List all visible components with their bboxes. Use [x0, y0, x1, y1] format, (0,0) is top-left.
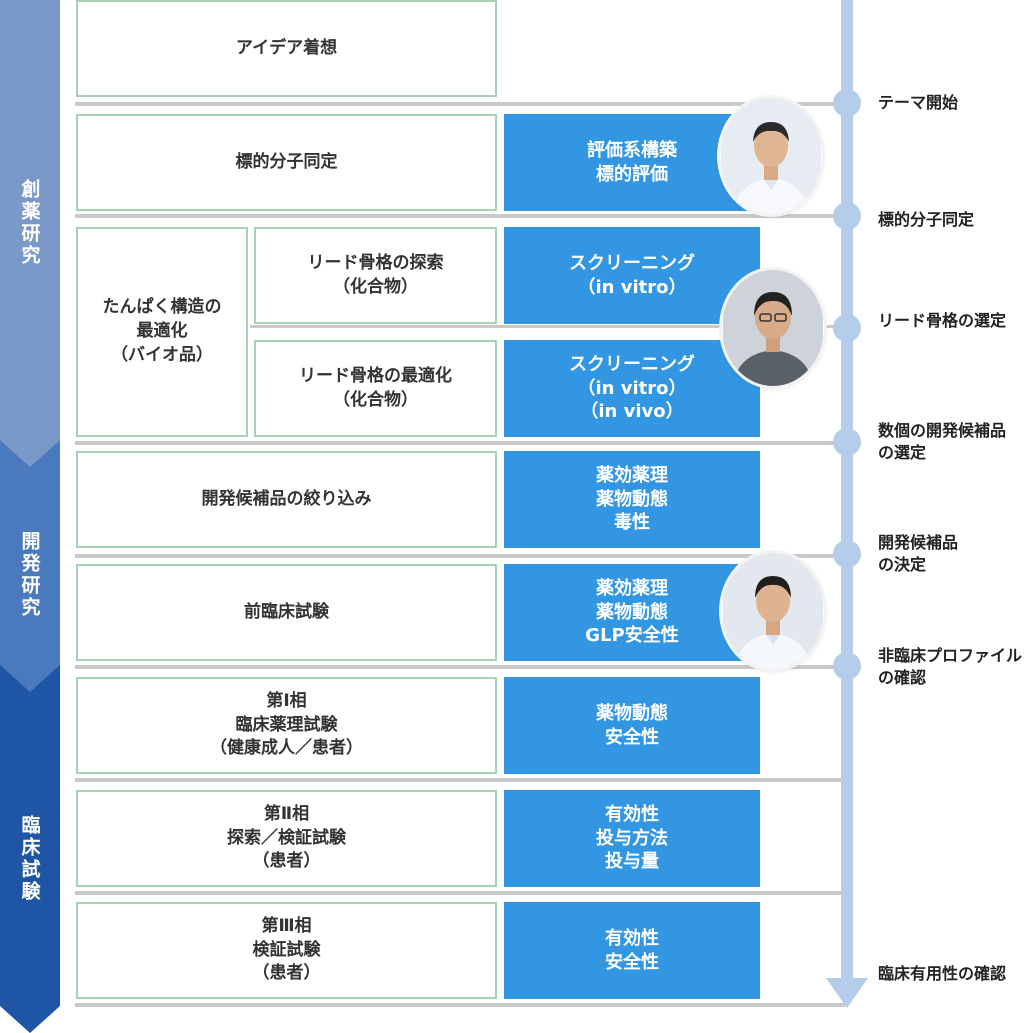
- person-icon: [723, 553, 823, 669]
- row-separator: [75, 554, 845, 558]
- activity-phase-2-tests: 有効性 投与方法 投与量: [504, 790, 760, 887]
- activity-phase-3-tests: 有効性 安全性: [504, 902, 760, 999]
- milestone-dot: [833, 202, 861, 230]
- milestone-label: 数個の開発候補品 の選定: [878, 421, 1007, 462]
- milestone-dot: [833, 428, 861, 456]
- stage-idea: アイデア着想: [76, 0, 497, 97]
- stage-target-identification: 標的分子同定: [76, 114, 497, 211]
- activity-phase-1-tests: 薬物動態 安全性: [504, 677, 760, 774]
- stage-lead-search: リード骨格の探索 （化合物）: [254, 227, 497, 324]
- phase-label: 開発研究: [18, 531, 41, 619]
- phase-label: 臨床試験: [18, 815, 41, 903]
- activity-screening-in-vivo: スクリーニング （in vitro） （in vivo）: [504, 340, 760, 437]
- person-icon: [721, 98, 821, 214]
- person-icon: [723, 270, 823, 386]
- stage-phase-1: 第Ⅰ相 臨床薬理試験 （健康成人／患者）: [76, 677, 497, 774]
- row-separator: [75, 665, 845, 669]
- stage-phase-3: 第Ⅲ相 検証試験 （患者）: [76, 902, 497, 999]
- milestone-label: 非臨床プロファイル の確認: [878, 646, 1023, 687]
- milestone-label: 標的分子同定: [878, 210, 975, 229]
- milestone-dot: [833, 314, 861, 342]
- milestone-label: テーマ開始: [878, 93, 959, 112]
- row-separator: [75, 102, 845, 106]
- stage-protein-optimization: たんぱく構造の 最適化 （バイオ品）: [76, 227, 248, 437]
- stage-candidate-narrowing: 開発候補品の絞り込み: [76, 451, 497, 548]
- milestone-label: 臨床有用性の確認: [878, 964, 1007, 983]
- activity-target-evaluation: 評価系構築 標的評価: [504, 114, 760, 211]
- milestone-dot: [833, 540, 861, 568]
- activity-candidate-tests: 薬効薬理 薬物動態 毒性: [504, 451, 760, 548]
- timeline-arrow-icon: [826, 978, 868, 1008]
- stage-lead-optimization: リード骨格の最適化 （化合物）: [254, 340, 497, 437]
- row-separator: [75, 214, 845, 218]
- milestone-dot: [833, 652, 861, 680]
- stage-phase-2: 第Ⅱ相 探索／検証試験 （患者）: [76, 790, 497, 887]
- stage-preclinical: 前臨床試験: [76, 564, 497, 661]
- row-separator: [75, 778, 845, 782]
- milestone-label: リード骨格の選定: [878, 311, 1007, 330]
- activity-preclinical-tests: 薬効薬理 薬物動態 GLP安全性: [504, 564, 760, 661]
- phase-drug-discovery: 創薬研究: [0, 0, 60, 475]
- milestone-label: 開発候補品 の決定: [878, 533, 959, 574]
- milestone-dot: [833, 89, 861, 117]
- row-separator: [75, 891, 845, 895]
- row-separator: [75, 441, 845, 445]
- row-separator: [75, 1003, 845, 1007]
- researcher-avatar: [722, 553, 824, 669]
- activity-screening-in-vitro: スクリーニング （in vitro）: [504, 227, 760, 324]
- researcher-avatar: [720, 98, 822, 214]
- timeline-bar: [841, 0, 853, 985]
- row-separator: [250, 325, 845, 328]
- phase-development-research: 開発研究: [0, 440, 60, 700]
- researcher-avatar: [722, 270, 824, 386]
- phase-label: 創薬研究: [18, 178, 41, 267]
- phase-clinical-trials: 臨床試験: [0, 665, 60, 1033]
